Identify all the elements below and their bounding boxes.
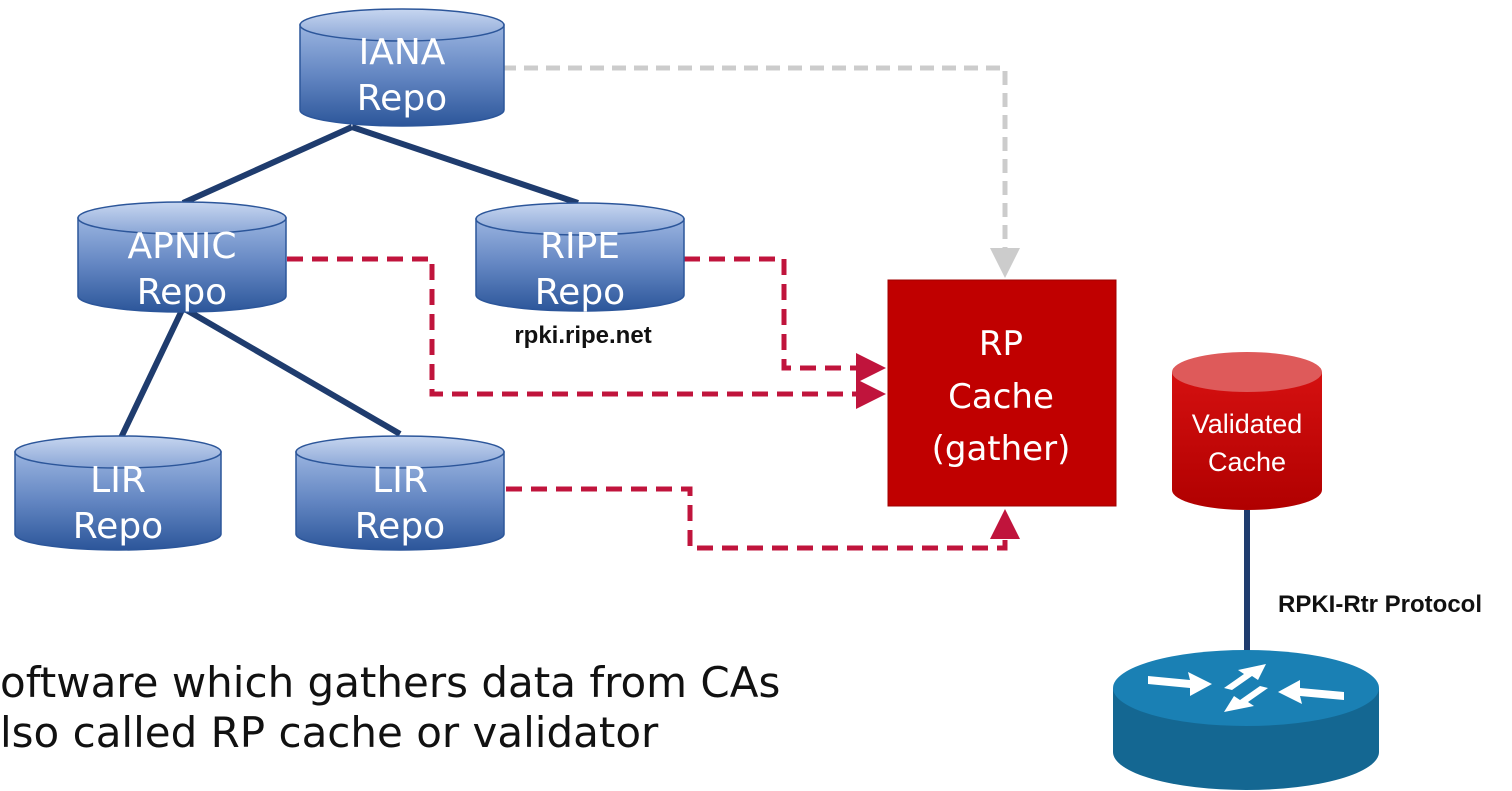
validated-cache-line2: Cache — [1208, 447, 1286, 477]
apnic-repo-line1: APNIC — [127, 226, 236, 267]
rp-cache-line2: Cache — [948, 377, 1054, 417]
lir-repo-a-line1: LIR — [90, 460, 146, 501]
body-text-line-1: oftware which gathers data from CAs — [0, 658, 781, 707]
iana-to-rp-arrow — [502, 65, 1020, 278]
line-apnic-lir-b — [181, 305, 402, 437]
ripe-repo-line2: Repo — [535, 272, 625, 313]
line-iana-ripe — [351, 124, 579, 206]
rp-cache-line3: (gather) — [932, 429, 1071, 469]
ripe-repo-url: rpki.ripe.net — [514, 322, 651, 349]
iana-repo-line2: Repo — [357, 78, 447, 119]
lir-repo-b-line1: LIR — [372, 460, 428, 501]
router-icon — [1113, 650, 1379, 790]
rp-cache-line1: RP — [979, 324, 1023, 364]
tree-lines — [115, 124, 579, 446]
apnic-to-rp-arrow — [287, 256, 886, 409]
line-apnic-lir-a — [115, 306, 186, 446]
lir-repo-b: LIR Repo — [295, 435, 505, 551]
body-text-line-2: lso called RP cache or validator — [0, 708, 659, 757]
protocol-label: RPKI-Rtr Protocol — [1278, 591, 1482, 618]
line-iana-apnic — [181, 124, 354, 206]
red-arrows — [287, 256, 1020, 551]
validated-cache-line1: Validated — [1192, 409, 1303, 439]
validated-cache: Validated Cache — [1172, 352, 1322, 660]
rp-cache-box: RP Cache (gather) — [887, 279, 1117, 507]
lir-repo-b-line2: Repo — [355, 506, 445, 547]
lir-repo-a: LIR Repo — [14, 435, 222, 551]
iana-repo: IANA Repo — [299, 8, 505, 127]
ripe-to-rp-arrow — [684, 256, 886, 383]
iana-repo-line1: IANA — [359, 32, 446, 73]
apnic-repo: APNIC Repo — [77, 201, 287, 313]
ripe-repo: RIPE Repo rpki.ripe.net — [475, 202, 685, 349]
ripe-repo-line1: RIPE — [540, 226, 620, 267]
lir-repo-a-line2: Repo — [73, 506, 163, 547]
apnic-repo-line2: Repo — [137, 272, 227, 313]
